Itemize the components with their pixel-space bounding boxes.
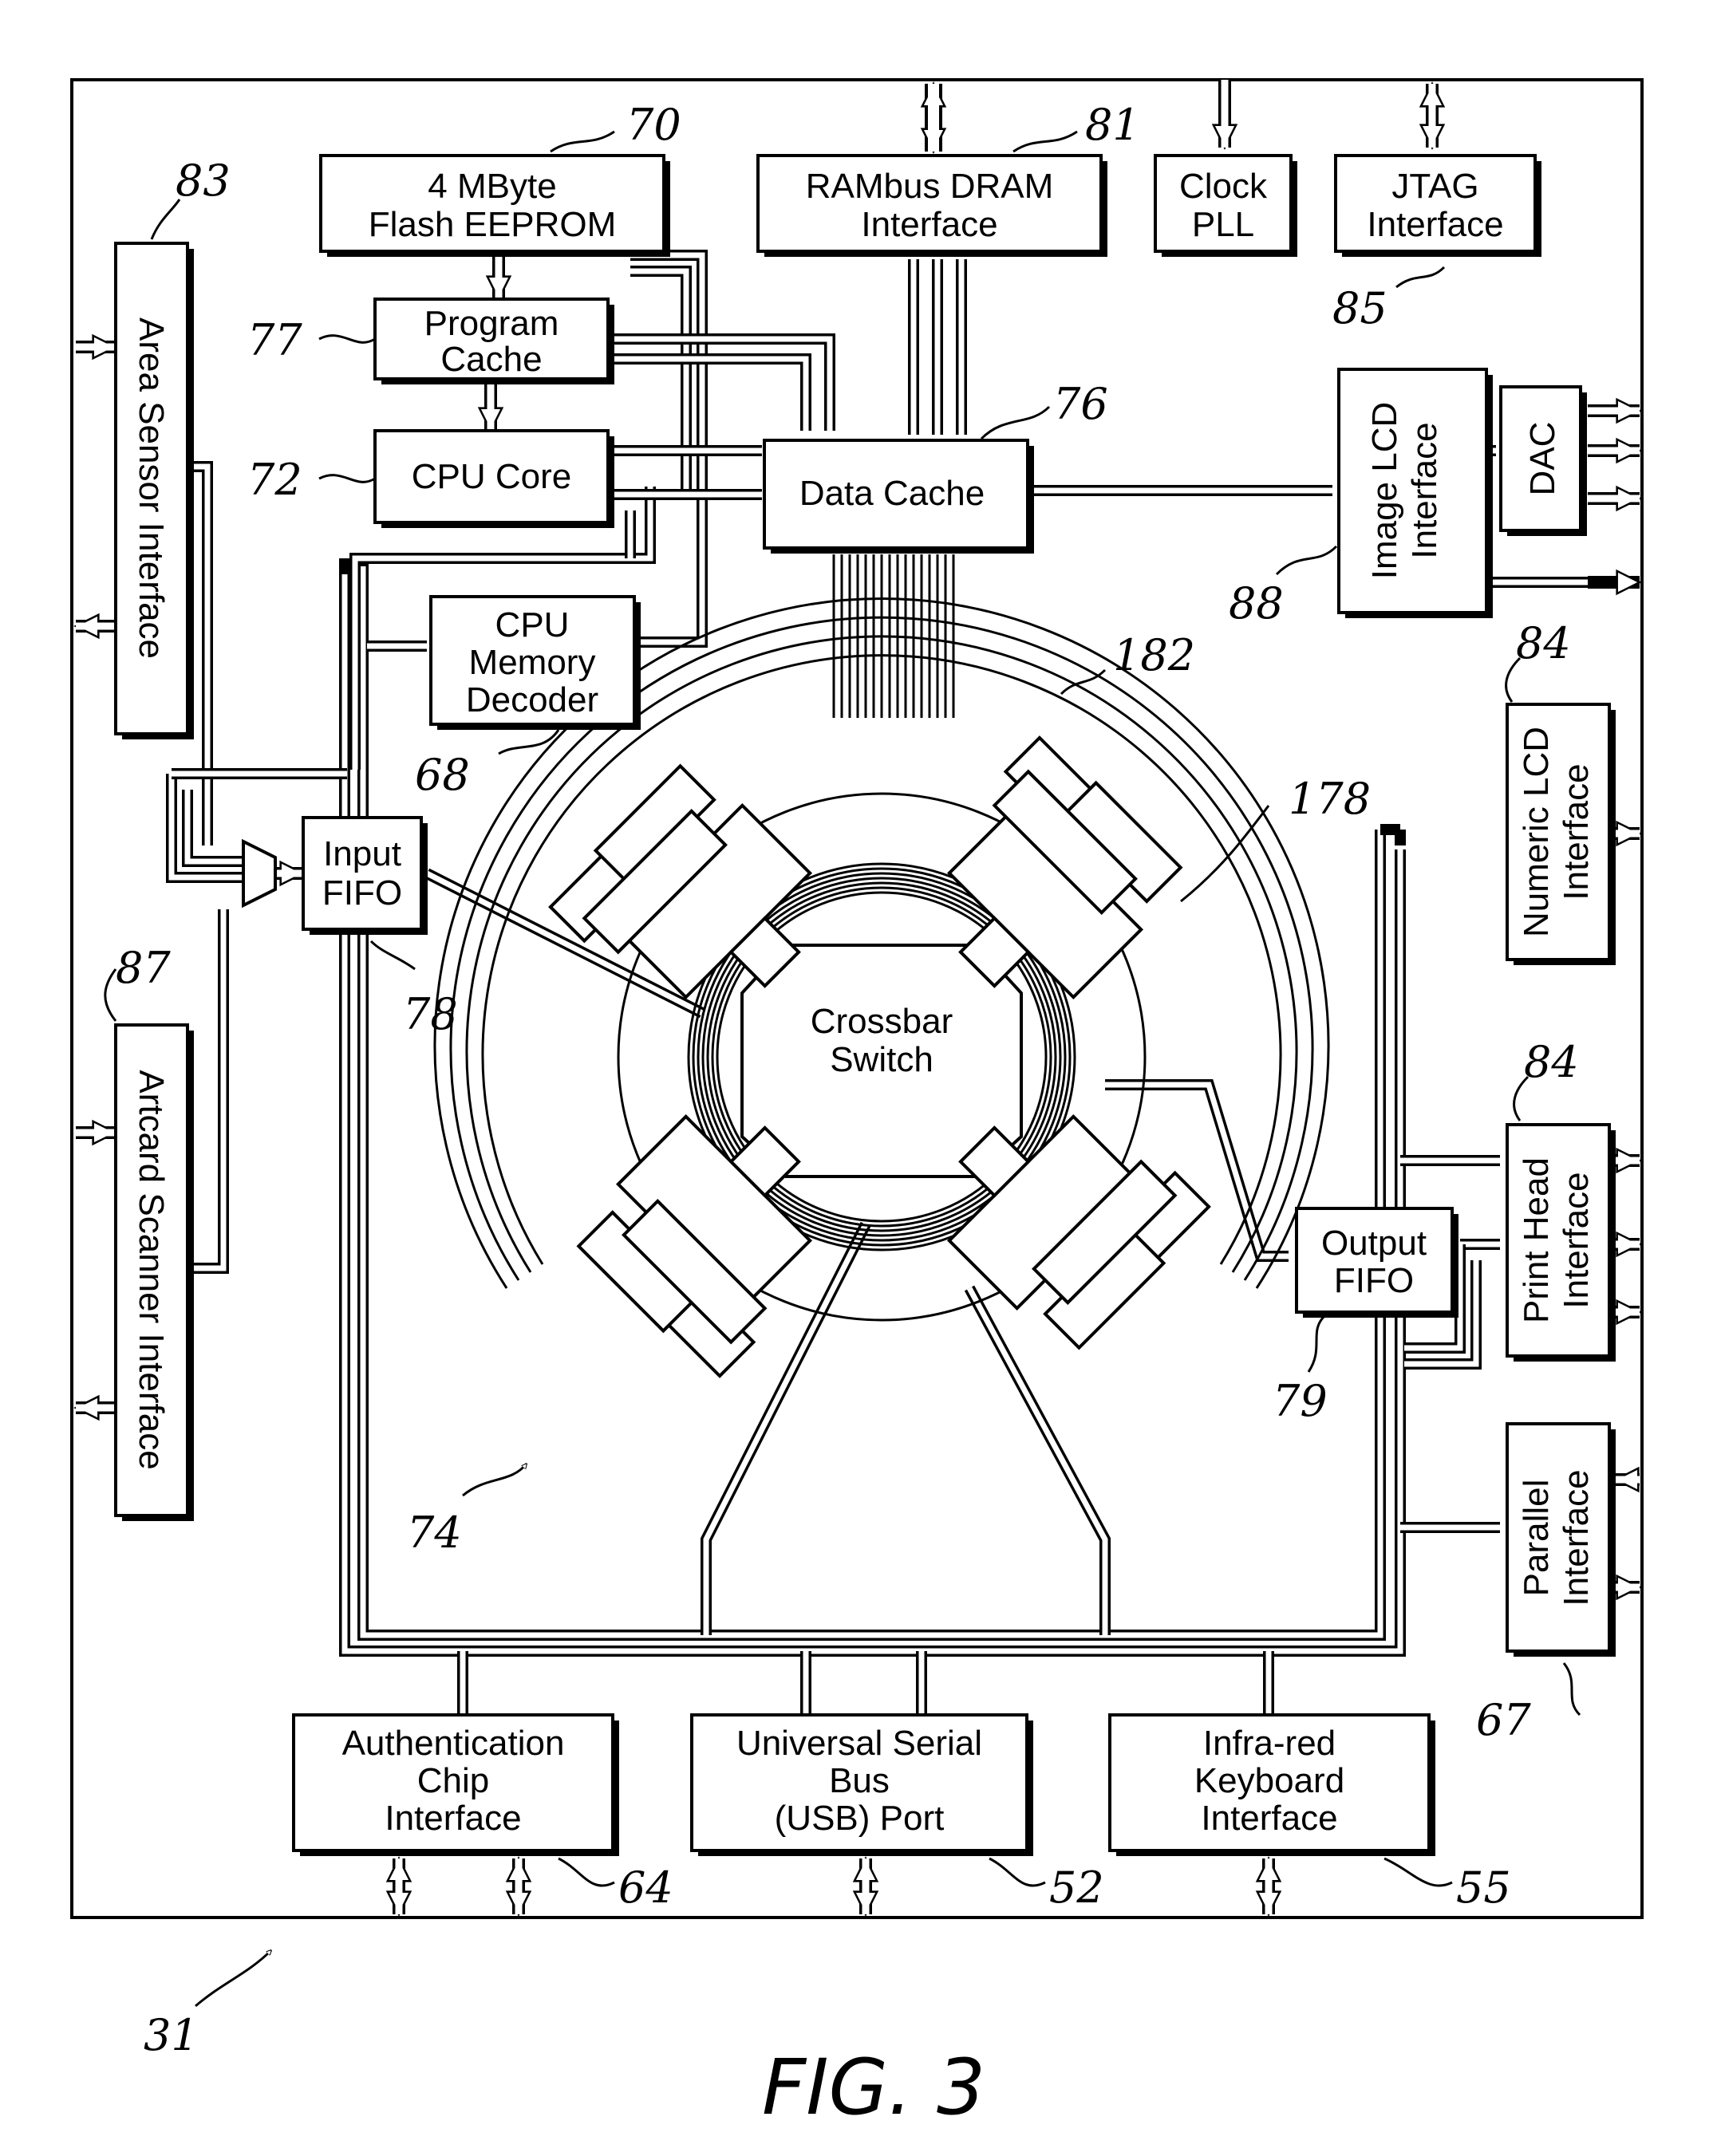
- svg-text:Cache: Cache: [440, 340, 542, 379]
- svg-text:Image LCD: Image LCD: [1365, 402, 1404, 580]
- svg-text:PLL: PLL: [1192, 205, 1254, 244]
- svg-text:CPU: CPU: [495, 605, 570, 644]
- svg-text:87: 87: [116, 943, 171, 993]
- block-flash: 4 MByte Flash EEPROM: [321, 156, 670, 257]
- svg-text:84: 84: [1524, 1037, 1579, 1087]
- block-artcard: Artcard Scanner Interface: [116, 1025, 194, 1521]
- svg-text:Interface: Interface: [1557, 1469, 1596, 1606]
- svg-text:Interface: Interface: [1557, 1172, 1596, 1308]
- block-print-head: Print Head Interface: [1507, 1125, 1616, 1362]
- block-cpu-memory-decoder: CPU Memory Decoder: [431, 597, 641, 730]
- svg-text:77: 77: [247, 315, 302, 365]
- block-cpu-core: CPU Core: [375, 431, 614, 528]
- svg-text:Interface: Interface: [1405, 422, 1444, 558]
- svg-text:4 MByte: 4 MByte: [428, 167, 556, 206]
- block-input-fifo: Input FIFO: [303, 818, 428, 935]
- svg-text:52: 52: [1049, 1862, 1104, 1913]
- svg-text:JTAG: JTAG: [1391, 167, 1478, 206]
- svg-text:Program: Program: [424, 304, 559, 343]
- svg-text:182: 182: [1113, 630, 1195, 680]
- svg-text:64: 64: [618, 1862, 673, 1913]
- block-infrared: Infra-red Keyboard Interface: [1110, 1715, 1435, 1856]
- svg-text:79: 79: [1273, 1376, 1328, 1426]
- svg-text:Memory: Memory: [469, 643, 596, 682]
- svg-text:68: 68: [415, 750, 470, 800]
- svg-text:Numeric LCD: Numeric LCD: [1517, 727, 1556, 937]
- block-usb: Universal Serial Bus (USB) Port: [692, 1715, 1033, 1856]
- svg-text:Interface: Interface: [861, 205, 997, 244]
- svg-text:81: 81: [1085, 100, 1140, 150]
- figure-caption: FIG. 3: [762, 2043, 985, 2132]
- svg-text:Keyboard: Keyboard: [1194, 1761, 1344, 1800]
- svg-text:88: 88: [1229, 578, 1284, 629]
- block-program-cache: Program Cache: [375, 299, 614, 384]
- block-parallel: Parallel Interface: [1507, 1424, 1616, 1657]
- svg-text:85: 85: [1332, 283, 1387, 333]
- svg-text:Bus: Bus: [829, 1761, 890, 1800]
- svg-text:70: 70: [626, 100, 681, 150]
- svg-text:Authentication: Authentication: [342, 1724, 565, 1763]
- svg-text:72: 72: [247, 455, 302, 505]
- svg-text:RAMbus DRAM: RAMbus DRAM: [806, 167, 1054, 206]
- svg-text:Decoder: Decoder: [466, 680, 598, 719]
- crossbar-label-2: Switch: [830, 1040, 933, 1079]
- block-data-cache: Data Cache: [764, 440, 1034, 554]
- svg-text:Interface: Interface: [385, 1799, 521, 1838]
- svg-text:CPU Core: CPU Core: [412, 457, 572, 496]
- svg-text:DAC: DAC: [1523, 422, 1562, 496]
- svg-text:Area Sensor Interface: Area Sensor Interface: [132, 317, 171, 659]
- block-area-sensor: Area Sensor Interface: [116, 243, 194, 739]
- block-numeric-lcd: Numeric LCD Interface: [1507, 704, 1616, 965]
- svg-text:Interface: Interface: [1367, 205, 1503, 244]
- svg-text:Infra-red: Infra-red: [1203, 1724, 1336, 1763]
- block-output-fifo: Output FIFO: [1297, 1208, 1458, 1318]
- block-rambus: RAMbus DRAM Interface: [758, 156, 1107, 257]
- svg-text:Print Head: Print Head: [1517, 1157, 1556, 1323]
- svg-text:67: 67: [1476, 1695, 1531, 1745]
- svg-text:74: 74: [407, 1508, 462, 1558]
- input-multiplexer: [243, 842, 275, 905]
- block-image-lcd: Image LCD Interface: [1339, 369, 1493, 618]
- svg-text:31: 31: [144, 2010, 199, 2060]
- svg-text:83: 83: [176, 156, 231, 206]
- svg-text:Parallel: Parallel: [1517, 1480, 1556, 1597]
- svg-text:84: 84: [1516, 618, 1571, 668]
- svg-text:Artcard Scanner Interface: Artcard Scanner Interface: [132, 1070, 171, 1469]
- block-clock: Clock PLL: [1155, 156, 1297, 257]
- svg-text:FIFO: FIFO: [1334, 1261, 1414, 1300]
- svg-text:Chip: Chip: [417, 1761, 490, 1800]
- svg-text:Output: Output: [1321, 1224, 1427, 1263]
- svg-text:Interface: Interface: [1201, 1799, 1337, 1838]
- svg-text:78: 78: [403, 989, 458, 1039]
- block-jtag: JTAG Interface: [1336, 156, 1541, 257]
- svg-text:55: 55: [1456, 1862, 1511, 1913]
- svg-text:178: 178: [1289, 774, 1371, 824]
- svg-text:FIFO: FIFO: [322, 873, 402, 912]
- svg-text:Flash EEPROM: Flash EEPROM: [369, 205, 617, 244]
- svg-text:Data Cache: Data Cache: [799, 474, 985, 513]
- block-auth-chip: Authentication Chip Interface: [294, 1715, 619, 1856]
- svg-text:Input: Input: [323, 834, 401, 873]
- svg-text:76: 76: [1053, 379, 1108, 429]
- block-dac: DAC: [1501, 387, 1587, 536]
- crossbar-label-1: Crossbar: [811, 1002, 953, 1041]
- svg-text:Interface: Interface: [1557, 763, 1596, 900]
- svg-text:Clock: Clock: [1179, 167, 1268, 206]
- svg-text:Universal Serial: Universal Serial: [736, 1724, 982, 1763]
- svg-text:(USB) Port: (USB) Port: [775, 1799, 945, 1838]
